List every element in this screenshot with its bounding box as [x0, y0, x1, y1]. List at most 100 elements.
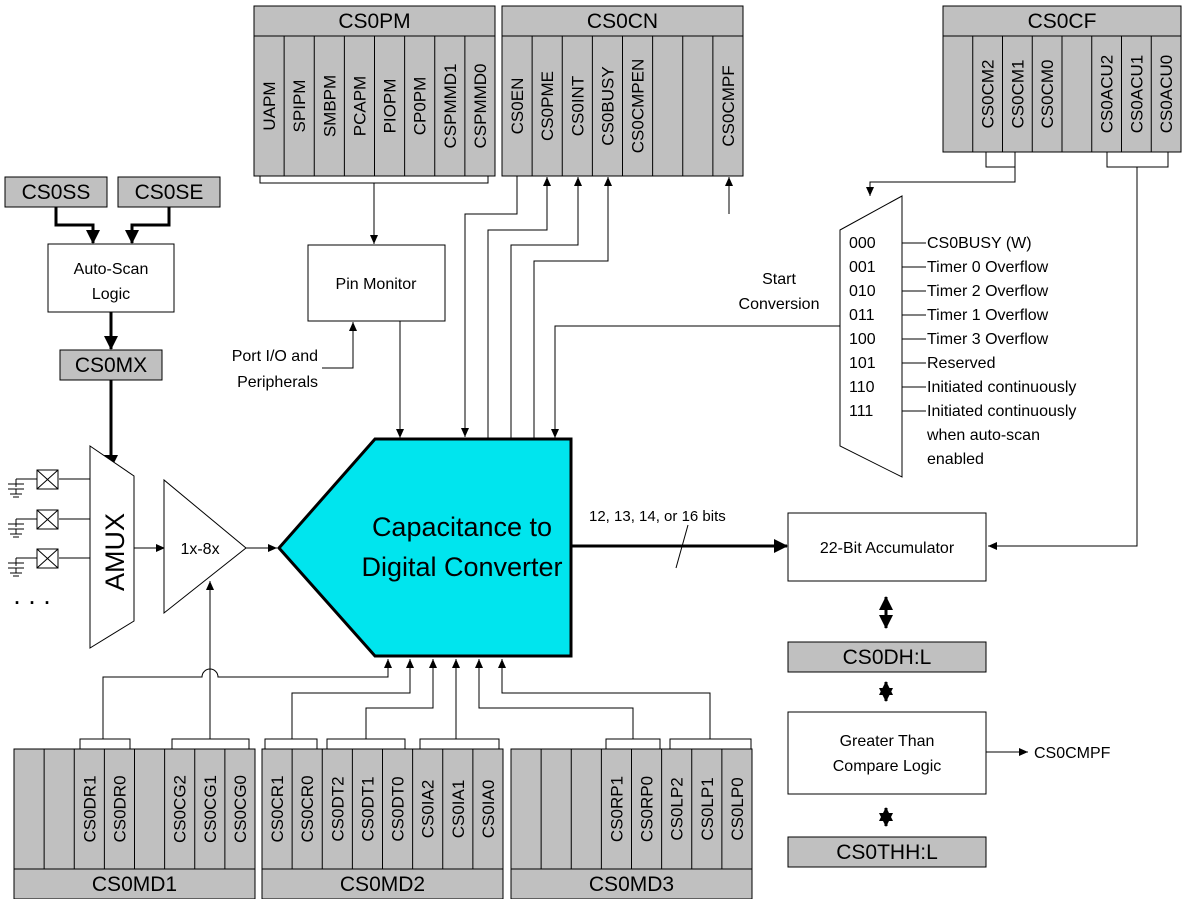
bus-width-label: 12, 13, 14, or 16 bits	[589, 508, 726, 525]
cs0md2-bit-8: CS0IA0	[479, 780, 498, 839]
cs0cf-bit-8: CS0ACU0	[1157, 55, 1176, 133]
cs0cf-bit-6: CS0ACU2	[1098, 55, 1117, 133]
mux-desc-001: Timer 0 Overflow	[927, 259, 1049, 276]
cs0pm-bit-8: CSPMMD0	[471, 63, 490, 148]
cs0cn-bit-1: CS0EN	[508, 78, 527, 135]
cs0pm-bit-3: SMBPM	[320, 75, 339, 137]
mux-code-010: 010	[849, 283, 876, 300]
cs0int-line	[510, 177, 582, 439]
mux-code-101: 101	[849, 355, 876, 372]
cs0cf-bit-7: CS0ACU1	[1127, 55, 1146, 133]
cdc-label-1: Capacitance to	[372, 512, 552, 542]
cs0cn-bit-5: CS0CMPEN	[629, 59, 648, 153]
cs0acu-bus-bracket	[1106, 152, 1169, 168]
cs0dr-to-cdc-line	[102, 659, 392, 739]
cs0ss-to-autoscan-arrow	[54, 207, 100, 244]
cs0md2-bit-3: CS0DT2	[328, 776, 347, 841]
cs0md3-title: CS0MD3	[589, 873, 674, 896]
cs0lp-bus-bracket	[669, 738, 752, 749]
mux-code-001: 001	[849, 259, 876, 276]
cs0thh-label: CS0THH:L	[836, 841, 938, 864]
cs0cf-bit-4: CS0CM0	[1038, 60, 1057, 129]
cs0cg-bus-bracket	[171, 738, 250, 749]
gain-label: 1x-8x	[180, 541, 219, 558]
cs0cn-bit-4: CS0BUSY	[598, 66, 617, 145]
capacitance-to-digital-converter	[276, 437, 573, 658]
cs0pm-bit-4: PCAPM	[350, 76, 369, 136]
cs0ss-label: CS0SS	[22, 181, 91, 204]
pin-monitor-box	[307, 244, 446, 322]
mux-code-110: 110	[849, 379, 875, 396]
cs0cn-bit-3: CS0INT	[568, 76, 587, 136]
cs0md3-bit-5: CS0RP0	[638, 776, 657, 842]
cs0rp-bus-bracket	[605, 738, 661, 749]
cs0dh-box	[787, 641, 987, 673]
cs0md3-bit-6: CS0LP2	[668, 777, 687, 840]
cs0pm-bus-bracket	[259, 176, 489, 184]
cs0pm-title: CS0PM	[338, 10, 410, 33]
mux-desc-011: Timer 1 Overflow	[927, 307, 1049, 324]
start-label-2: Conversion	[739, 296, 820, 313]
cs0dt-bus-bracket	[326, 738, 406, 749]
mux-desc-111-line2: when auto-scan	[926, 427, 1040, 444]
cs0cf-title: CS0CF	[1028, 10, 1097, 33]
cmpf-output-label: CS0CMPF	[1034, 745, 1111, 762]
amux-label: AMUX	[100, 513, 130, 591]
cs0cm-bus-bracket	[985, 152, 1016, 168]
accumulator-box	[787, 512, 987, 582]
start-label-1: Start	[762, 271, 796, 288]
cdc-label-2: Digital Converter	[361, 552, 562, 582]
cs0md1-bit-7: CS0CG1	[201, 775, 220, 843]
cs0cn-title: CS0CN	[587, 10, 658, 33]
cs0rp-to-cdc-line	[475, 659, 634, 739]
cs0cn-bit-2: CS0PME	[538, 71, 557, 141]
cs0cf-bit-3: CS0CM1	[1008, 60, 1027, 129]
cs0md2-bit-6: CS0IA2	[419, 780, 438, 839]
cs0pm-bit-2: SPIPM	[290, 80, 309, 133]
cs0pm-bit-6: CP0PM	[411, 77, 430, 136]
start-conversion-arrow	[551, 325, 840, 438]
mux-desc-111: Initiated continuously	[927, 403, 1076, 420]
cs0md2-bit-5: CS0DT0	[389, 776, 408, 841]
cs0md3-bit-7: CS0LP1	[698, 777, 717, 840]
cs0busy-line	[533, 177, 612, 439]
cs0md3-bit-8: CS0LP0	[728, 777, 747, 840]
cs0mx-box	[59, 349, 163, 381]
cs0thh-box	[787, 836, 987, 868]
cs0md1-bit-4: CS0DR0	[110, 775, 129, 842]
cs0dt-to-cdc-line	[365, 659, 437, 739]
mux-code-011: 011	[849, 307, 875, 324]
cs0dh-label: CS0DH:L	[843, 646, 932, 669]
cs0md2-bit-2: CS0CR0	[298, 775, 317, 842]
compare-label-2: Compare Logic	[833, 758, 942, 775]
mux-code-100: 100	[849, 331, 876, 348]
cs0md2-bit-4: CS0DT1	[358, 776, 377, 841]
cs0pm-bit-7: CSPMMD1	[441, 63, 460, 148]
gain-amplifier	[163, 478, 247, 615]
mux-desc-010: Timer 2 Overflow	[927, 283, 1049, 300]
start-conversion-mux	[839, 195, 903, 478]
cs0md1-bit-3: CS0DR1	[80, 775, 99, 842]
cs0mx-label: CS0MX	[75, 354, 147, 377]
cs0acu-to-accumulator-arrow	[988, 167, 1138, 550]
mux-desc-110: Initiated continuously	[927, 379, 1076, 396]
amux-input-pins	[8, 469, 90, 577]
cs0md3-bit-4: CS0RP1	[607, 776, 626, 842]
cs0md2-bit-7: CS0IA1	[449, 780, 468, 839]
more-pins-ellipsis: . . .	[13, 580, 51, 610]
port-io-label-1: Port I/O and	[232, 348, 318, 365]
cs0ss-box	[4, 176, 108, 208]
mux-desc-100: Timer 3 Overflow	[927, 331, 1049, 348]
cs0pme-line	[487, 177, 551, 439]
register-cs0md3: CS0MD3 CS0RP1 CS0RP0 CS0LP2 CS0LP1 CS0LP0	[510, 748, 753, 899]
auto-scan-label-1: Auto-Scan	[74, 261, 149, 278]
mux-desc-000: CS0BUSY (W)	[927, 235, 1032, 252]
cs0se-to-autoscan-arrow	[125, 207, 171, 244]
cs0cr-to-cdc-line	[291, 659, 414, 739]
mux-desc-101: Reserved	[927, 355, 995, 372]
